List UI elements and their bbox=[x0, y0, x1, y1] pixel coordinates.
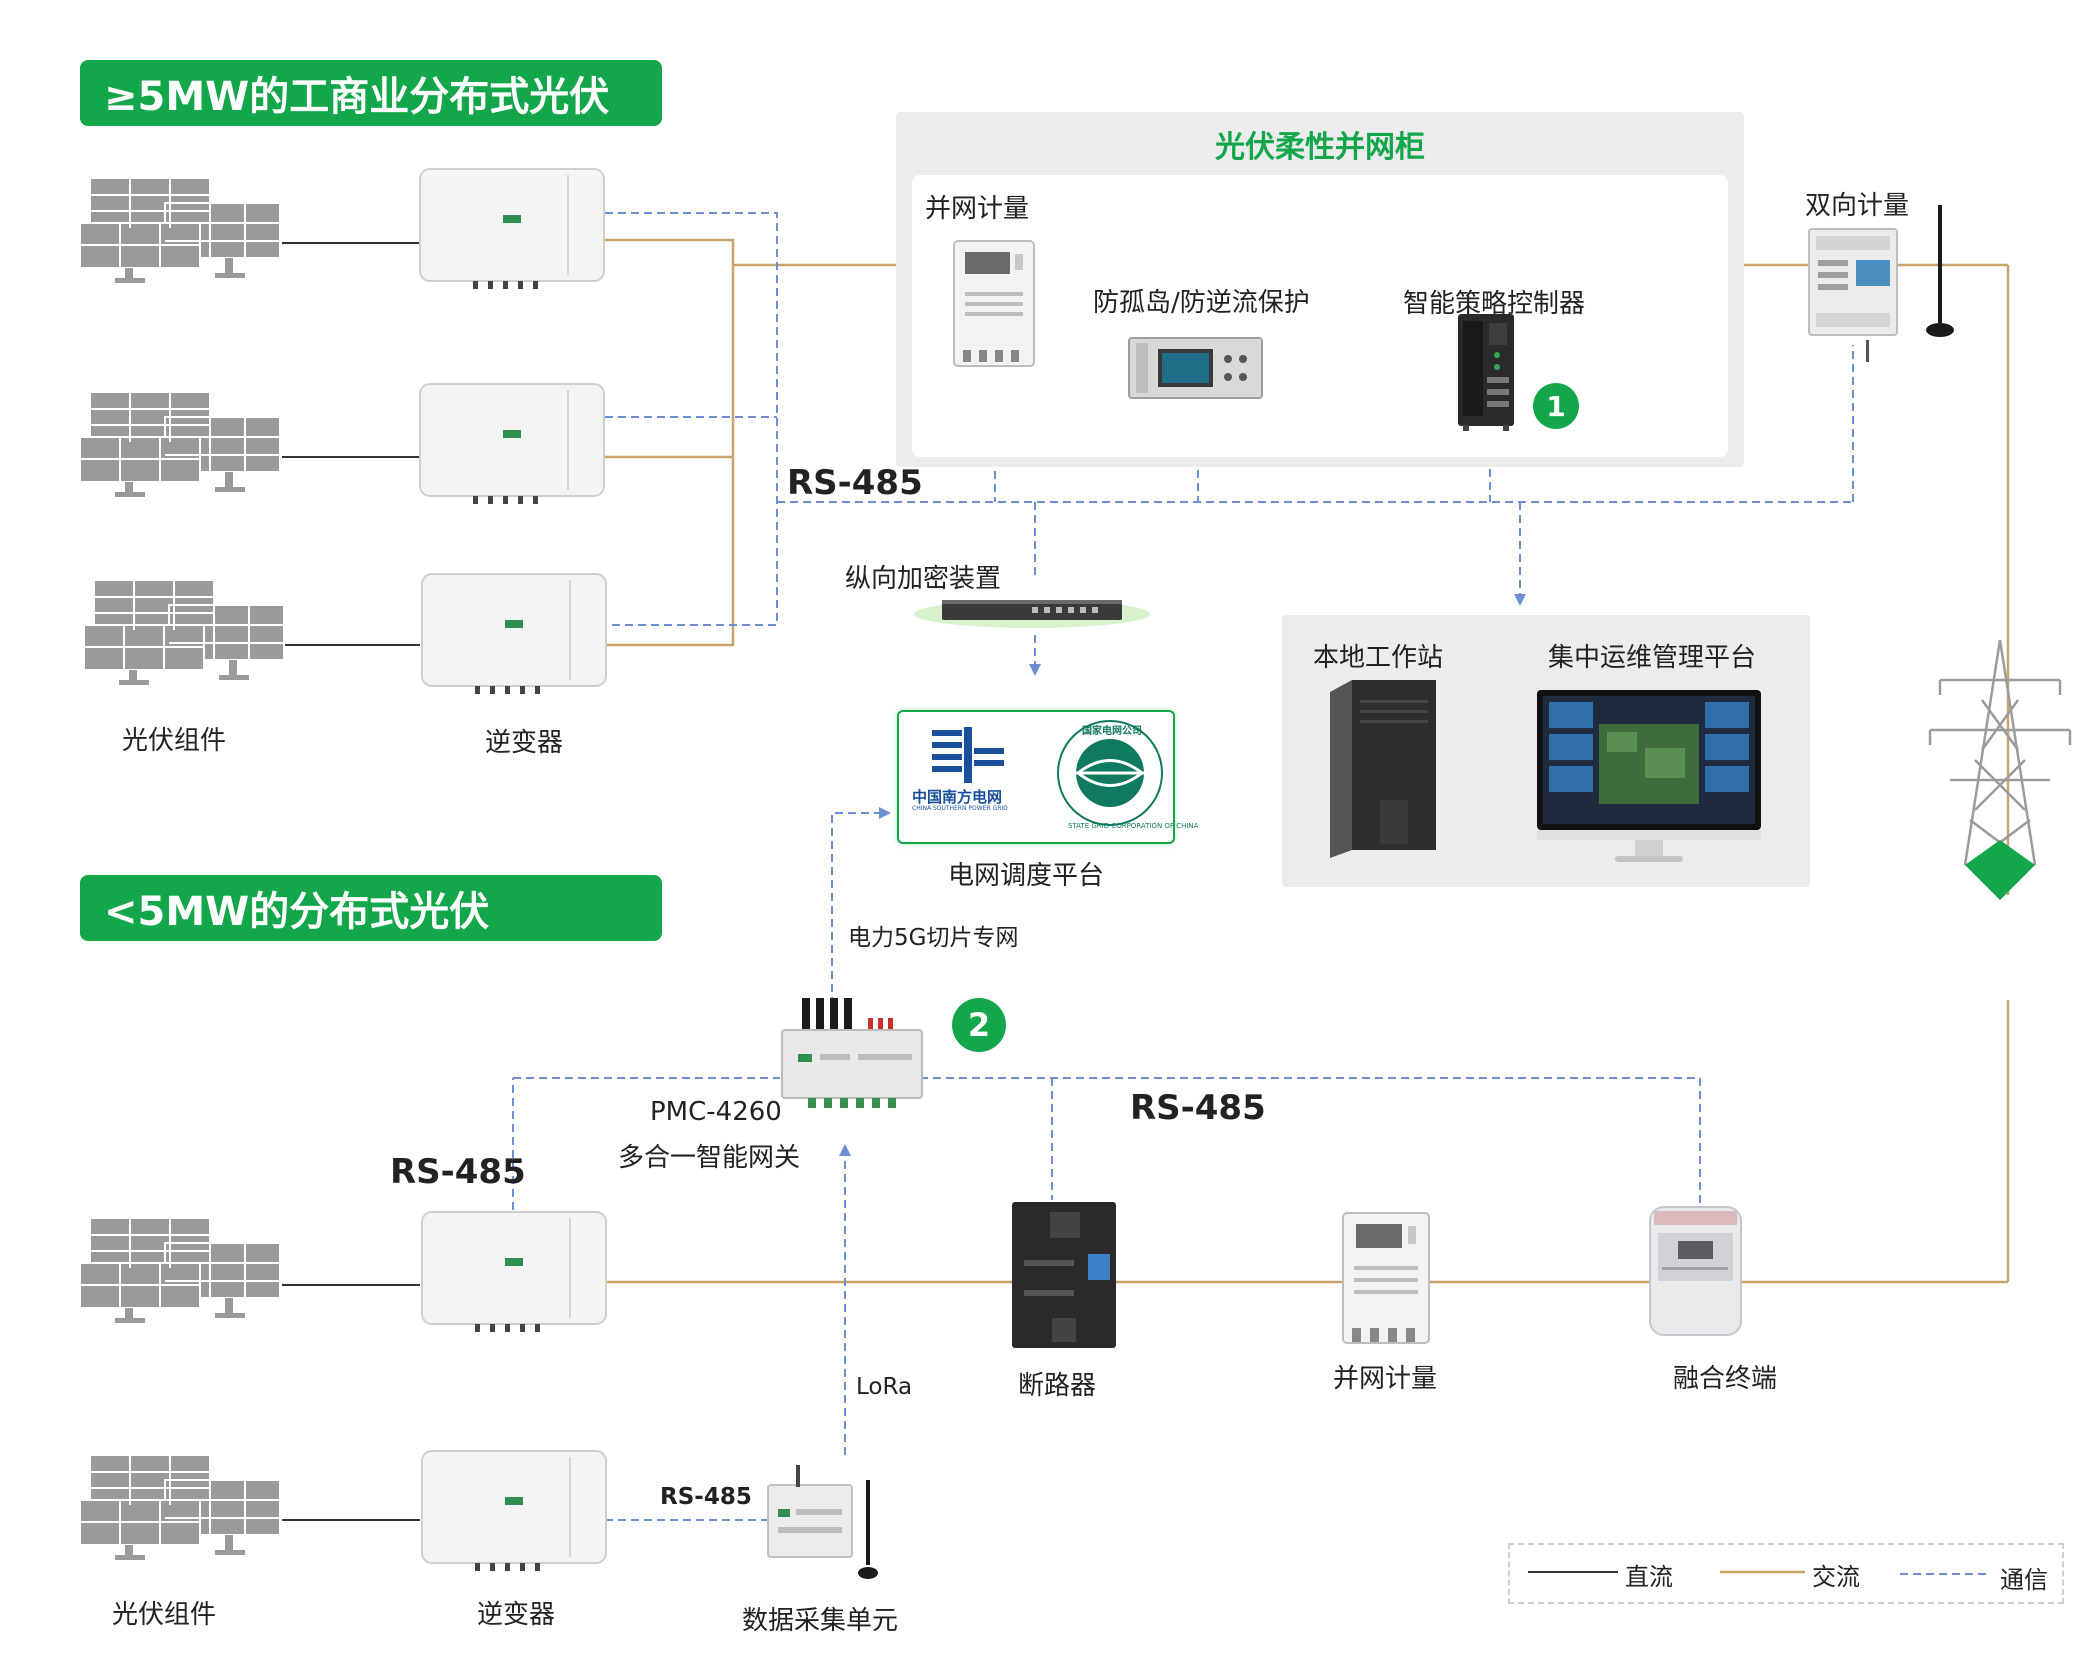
ops-platform-label: 集中运维管理平台 bbox=[1548, 643, 1757, 673]
pv-modules-label-bottom: 光伏组件 bbox=[112, 1600, 217, 1630]
inverter-icon bbox=[421, 573, 607, 694]
section-banner-large: ≥5MW的工商业分布式光伏 bbox=[80, 60, 662, 126]
data-unit-label: 数据采集单元 bbox=[742, 1606, 899, 1636]
legend-dc-label: 直流 bbox=[1625, 1563, 1673, 1591]
transmission-tower-icon bbox=[1928, 640, 2072, 900]
cabinet-inner-panel bbox=[912, 175, 1728, 457]
sgcc-logo-en: STATE GRID CORPORATION OF CHINA bbox=[1068, 822, 1199, 830]
local-station-label: 本地工作站 bbox=[1313, 643, 1444, 673]
inverter-icon bbox=[421, 1450, 607, 1571]
protection-device-icon bbox=[1128, 337, 1263, 399]
gateway-badge: 2 bbox=[952, 998, 1006, 1052]
gateway-model-label: PMC-4260 bbox=[650, 1097, 782, 1127]
rs485-label-right: RS-485 bbox=[1130, 1088, 1266, 1128]
solar-panel-icon bbox=[84, 579, 285, 685]
gateway-device-icon bbox=[781, 998, 923, 1108]
fusion-terminal-label: 融合终端 bbox=[1673, 1364, 1778, 1394]
solar-panel-icon bbox=[80, 1217, 281, 1323]
antenna-icon bbox=[1926, 205, 1954, 337]
inverter-icon bbox=[421, 1211, 607, 1332]
grid-meter-icon bbox=[1342, 1212, 1430, 1344]
strategy-controller-icon bbox=[1458, 314, 1514, 431]
circuit-breaker-icon bbox=[1012, 1202, 1116, 1348]
legend-ac-line bbox=[1720, 1570, 1805, 1574]
csg-logo-text: 中国南方电网 bbox=[912, 788, 1003, 806]
inverter-label: 逆变器 bbox=[485, 728, 564, 758]
legend-comm-label: 通信 bbox=[2000, 1566, 2048, 1594]
sgcc-logo-icon bbox=[1057, 720, 1163, 826]
cable-icon bbox=[1866, 340, 1869, 362]
bidirectional-meter-icon bbox=[1808, 228, 1898, 336]
legend-dc-line bbox=[1528, 1571, 1618, 1573]
bidirectional-meter-label: 双向计量 bbox=[1805, 191, 1910, 221]
cabinet-title: 光伏柔性并网柜 bbox=[1215, 130, 1425, 165]
section-title-small: <5MW的分布式光伏 bbox=[104, 889, 490, 935]
energy-meter-icon bbox=[953, 240, 1035, 367]
lora-label: LoRa bbox=[856, 1374, 913, 1400]
legend-comm-line bbox=[1900, 1573, 1990, 1575]
gateway-name-label: 多合一智能网关 bbox=[618, 1143, 801, 1173]
data-unit-icon bbox=[767, 1465, 878, 1579]
controller-badge: 1 bbox=[1533, 383, 1579, 429]
inverter-icon bbox=[419, 168, 605, 289]
ac-lines bbox=[605, 238, 2010, 1284]
section-title-large: ≥5MW的工商业分布式光伏 bbox=[104, 74, 610, 120]
solar-panel-icon bbox=[80, 391, 281, 497]
workstation-pc-icon bbox=[1330, 680, 1436, 858]
pv-modules-label: 光伏组件 bbox=[122, 726, 227, 756]
rs485-label-bottom: RS-485 bbox=[660, 1484, 752, 1510]
encryption-device-icon bbox=[914, 600, 1150, 628]
breaker-label: 断路器 bbox=[1018, 1371, 1097, 1401]
section-banner-small: <5MW的分布式光伏 bbox=[80, 875, 662, 941]
rs485-label-left: RS-485 bbox=[390, 1152, 526, 1192]
grid-meter-label: 并网计量 bbox=[1333, 1364, 1438, 1394]
protection-label: 防孤岛/防逆流保护 bbox=[1093, 288, 1310, 318]
rs485-label-upper: RS-485 bbox=[787, 463, 923, 503]
csg-logo-en: CHINA SOUTHERN POWER GRID bbox=[912, 805, 1008, 812]
solar-panel-icon bbox=[80, 1454, 281, 1560]
csg-logo-icon bbox=[932, 727, 1004, 783]
fusion-terminal-icon bbox=[1649, 1206, 1742, 1336]
dc-lines bbox=[282, 242, 420, 1521]
sgcc-logo-text: 国家电网公司 bbox=[1082, 726, 1142, 737]
grid-platform-label: 电网调度平台 bbox=[948, 861, 1105, 891]
inverter-icon bbox=[419, 383, 605, 504]
cabinet-meter-label: 并网计量 bbox=[925, 194, 1030, 224]
encryption-label: 纵向加密装置 bbox=[845, 564, 1002, 594]
inverter-label-bottom: 逆变器 bbox=[477, 1600, 556, 1630]
comm-lines bbox=[512, 212, 1854, 1521]
slice-network-label: 电力5G切片专网 bbox=[848, 925, 1019, 951]
monitor-icon bbox=[1537, 690, 1761, 862]
legend-ac-label: 交流 bbox=[1812, 1563, 1860, 1591]
solar-panel-icon bbox=[80, 177, 281, 283]
